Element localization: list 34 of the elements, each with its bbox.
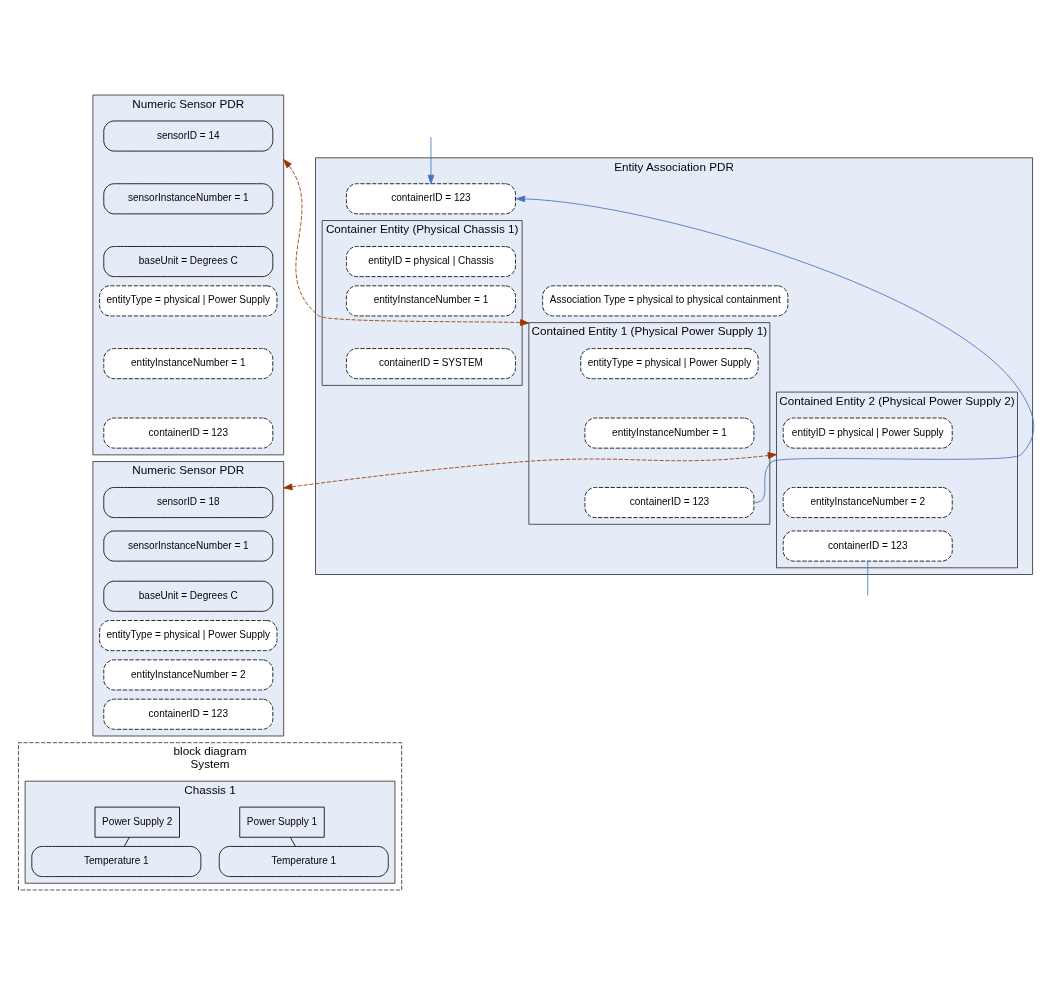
node-box: containerID = 123 [103, 417, 274, 449]
node-box: sensorID = 18 [103, 487, 274, 518]
node-box: containerID = 123 [103, 698, 274, 730]
node-box: entityInstanceNumber = 2 [782, 487, 953, 518]
node-box: entityType = physical | Power Supply [99, 285, 278, 317]
node-box: containerID = 123 [584, 487, 755, 518]
node-box: Temperature 1 [31, 846, 202, 877]
arrow [427, 136, 435, 184]
node-box: entityType = physical | Power Supply [580, 348, 759, 380]
arrow [283, 452, 777, 491]
node-box: entityInstanceNumber = 1 [103, 348, 274, 380]
node-box: containerID = 123 [782, 530, 953, 562]
node-box: baseUnit = Degrees C [103, 580, 274, 612]
connector [867, 560, 869, 596]
node-box: entityID = physical | Power Supply [782, 417, 953, 449]
node-box: sensorInstanceNumber = 1 [103, 530, 274, 562]
node-box: Power Supply 1 [239, 806, 325, 838]
node-box: sensorID = 14 [103, 120, 274, 152]
node-box: Association Type = physical to physical containment [542, 285, 789, 317]
node-box: entityInstanceNumber = 1 [346, 285, 516, 317]
arrow [283, 159, 530, 326]
node-box: entityID = physical | Chassis [346, 246, 516, 278]
node-box: containerID = 123 [346, 183, 516, 215]
arrow [515, 195, 1035, 503]
node-box: sensorInstanceNumber = 1 [103, 183, 274, 215]
node-box: baseUnit = Degrees C [103, 246, 274, 278]
node-box: entityType = physical | Power Supply [99, 620, 278, 652]
node-box: Temperature 1 [218, 846, 389, 877]
node-box: containerID = SYSTEM [346, 348, 516, 380]
node-box: Power Supply 2 [94, 806, 180, 838]
connector [123, 836, 130, 847]
node-box: entityInstanceNumber = 1 [584, 417, 755, 449]
connector [289, 836, 296, 847]
node-box: entityInstanceNumber = 2 [103, 659, 274, 691]
